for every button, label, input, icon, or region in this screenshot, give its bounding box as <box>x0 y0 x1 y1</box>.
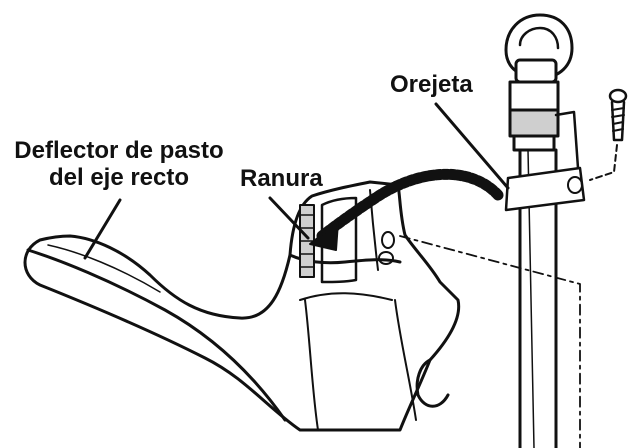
arrow-head <box>309 221 339 251</box>
label-grass-deflector: Deflector de pasto del eje recto <box>6 137 232 191</box>
leader-deflector <box>83 198 122 260</box>
trimmer-shaft <box>504 13 586 448</box>
label-slot: Ranura <box>240 165 323 192</box>
label-grass-deflector-line1: Deflector de pasto <box>14 137 224 164</box>
insert-arrow <box>316 168 504 242</box>
grass-deflector <box>23 180 461 432</box>
label-lug: Orejeta <box>390 71 473 98</box>
alignment-line <box>399 235 581 448</box>
leader-ranura <box>268 196 310 240</box>
screw <box>589 88 628 181</box>
leader-orejeta <box>434 102 510 190</box>
label-grass-deflector-line2: del eje recto <box>48 164 190 191</box>
